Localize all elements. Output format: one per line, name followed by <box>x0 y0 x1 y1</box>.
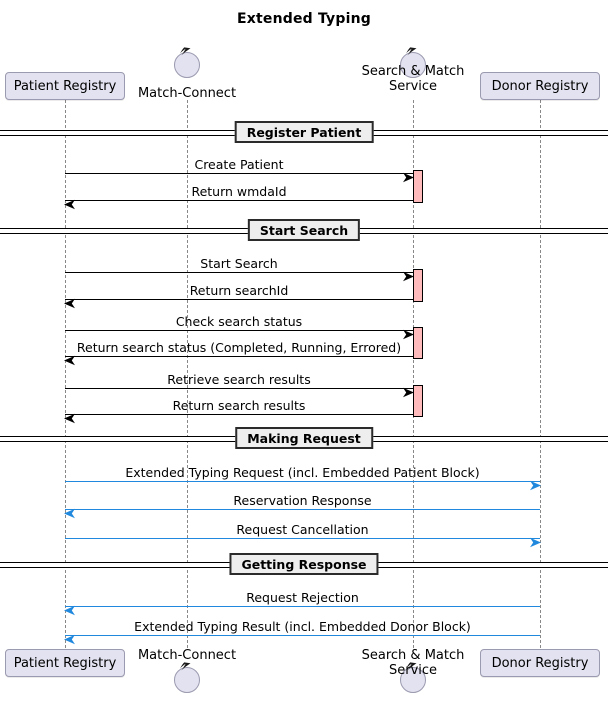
arrowhead-right-icon <box>403 267 414 282</box>
section-label: Making Request <box>235 427 373 449</box>
section-divider-getting-response: Getting Response <box>0 553 608 575</box>
message-line <box>65 272 413 273</box>
arrowhead-left-icon <box>64 504 75 519</box>
section-divider-making-request: Making Request <box>0 427 608 449</box>
participant-label-search-match-service: Search & Match Service <box>361 648 465 678</box>
message-line <box>65 388 413 389</box>
message-line <box>65 330 413 331</box>
section-label: Register Patient <box>234 121 374 143</box>
activation-bar <box>413 327 423 359</box>
control-circle-icon <box>174 667 200 693</box>
message-label: Extended Typing Result (incl. Embedded D… <box>134 619 471 634</box>
message-label: Retrieve search results <box>167 372 311 387</box>
arrowhead-left-icon <box>64 294 75 309</box>
participant-label-match-connect: Match-Connect <box>137 86 237 101</box>
message-line <box>65 606 540 607</box>
arrowhead-right-icon <box>530 533 541 548</box>
lifeline-donor-registry <box>540 100 541 648</box>
arrowhead-left-icon <box>64 195 75 210</box>
control-circle-icon <box>400 667 426 693</box>
message-label: Request Rejection <box>246 590 359 605</box>
arrowhead-right-icon <box>403 325 414 340</box>
message-line <box>65 509 540 510</box>
message-label: Create Patient <box>194 157 284 172</box>
message-label: Return search status (Completed, Running… <box>76 340 402 355</box>
activation-bar <box>413 269 423 302</box>
arrowhead-right-icon <box>403 168 414 183</box>
message-label: Start Search <box>200 256 278 271</box>
message-line <box>65 356 413 357</box>
message-line <box>65 481 540 482</box>
message-line <box>65 299 413 300</box>
participant-patient-registry[interactable]: Patient Registry <box>5 72 125 100</box>
control-actor-match-connect-icon[interactable] <box>172 661 202 693</box>
message-label: Return wmdaId <box>191 184 287 199</box>
message-label: Reservation Response <box>233 493 372 508</box>
page-title: Extended Typing <box>237 11 371 27</box>
control-actor-search-match-service-icon[interactable] <box>398 46 428 78</box>
control-actor-match-connect-icon[interactable] <box>172 46 202 78</box>
lifeline-patient-registry <box>65 100 66 648</box>
participant-donor-registry[interactable]: Donor Registry <box>480 649 600 677</box>
participant-label-match-connect: Match-Connect <box>137 648 237 663</box>
participant-donor-registry[interactable]: Donor Registry <box>480 72 600 100</box>
control-arrow-icon <box>178 661 192 675</box>
message-label: Request Cancellation <box>236 522 369 537</box>
section-divider-register-patient: Register Patient <box>0 121 608 143</box>
activation-bar <box>413 170 423 203</box>
message-label: Extended Typing Request (incl. Embedded … <box>125 465 480 480</box>
arrowhead-left-icon <box>64 409 75 424</box>
lifeline-match-connect <box>187 100 188 648</box>
section-label: Start Search <box>247 219 361 241</box>
arrowhead-left-icon <box>64 351 75 366</box>
message-line <box>65 200 413 201</box>
control-circle-icon <box>174 52 200 78</box>
lifeline-search-match-service <box>413 100 414 648</box>
message-line <box>65 635 540 636</box>
arrowhead-left-icon <box>64 630 75 645</box>
participant-patient-registry[interactable]: Patient Registry <box>5 649 125 677</box>
section-label: Getting Response <box>229 553 379 575</box>
message-line <box>65 538 540 539</box>
message-label: Return searchId <box>189 283 289 298</box>
message-label: Check search status <box>175 314 303 329</box>
message-line <box>65 414 413 415</box>
control-arrow-icon <box>404 661 418 675</box>
participant-label-search-match-service: Search & Match Service <box>361 64 465 94</box>
control-actor-search-match-service-icon[interactable] <box>398 661 428 693</box>
control-arrow-icon <box>178 46 192 60</box>
activation-bar <box>413 385 423 417</box>
arrowhead-right-icon <box>403 383 414 398</box>
section-divider-start-search: Start Search <box>0 219 608 241</box>
message-line <box>65 173 413 174</box>
control-arrow-icon <box>404 46 418 60</box>
arrowhead-right-icon <box>530 476 541 491</box>
arrowhead-left-icon <box>64 601 75 616</box>
message-label: Return search results <box>172 398 306 413</box>
control-circle-icon <box>400 52 426 78</box>
